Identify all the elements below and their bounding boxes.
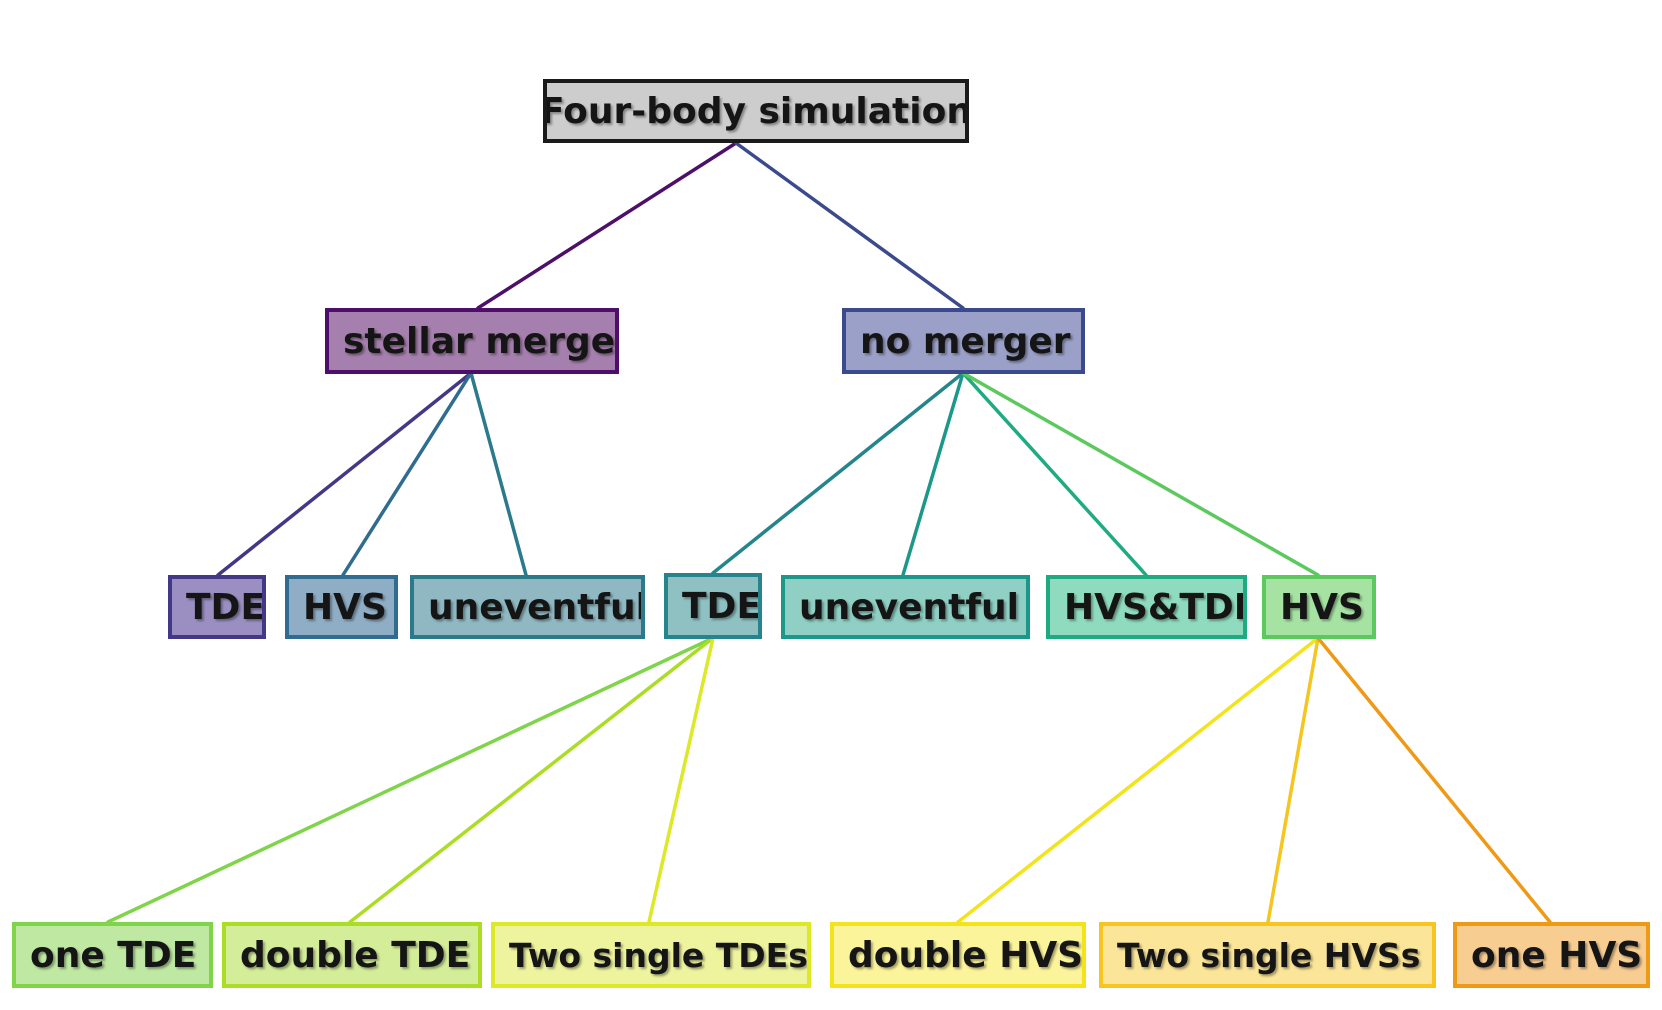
node-label: stellar merger [343, 320, 619, 362]
edge-stellar-merger-to-tde [216, 371, 473, 577]
edge-root-to-no-merger [734, 141, 965, 310]
node-double-tde: double TDE [222, 922, 482, 988]
edge-root-to-stellar-merger [476, 141, 738, 310]
node-label: one TDE [30, 934, 197, 976]
node-double-hvs: double HVS [830, 922, 1086, 988]
node-stellar-merger-tde: TDE [168, 575, 266, 639]
node-label: TDE [186, 586, 266, 628]
node-label: HVS [303, 586, 387, 628]
node-stellar-merger-uneventful: uneventful [410, 575, 645, 639]
node-stellar-merger: stellar merger [325, 308, 619, 374]
edge-hvs-to-two-single-hvss [1266, 636, 1320, 924]
node-two-single-tdes: Two single TDEs [491, 922, 811, 988]
node-no-merger-hvs-tde: HVS&TDE [1046, 575, 1247, 639]
node-no-merger: no merger [842, 308, 1085, 374]
edge-no-merger-to-tde [711, 371, 965, 575]
node-label: HVS [1280, 586, 1364, 628]
edge-tde-to-one-tde [106, 636, 715, 924]
edge-no-merger-to-uneventful [901, 371, 965, 577]
node-label: double HVS [848, 934, 1084, 976]
node-label: uneventful [799, 586, 1020, 628]
node-label: Two single TDEs [509, 935, 808, 975]
edge-stellar-merger-to-uneventful [469, 371, 528, 577]
edge-tde-to-double-tde [348, 636, 715, 924]
node-label: HVS&TDE [1064, 586, 1247, 628]
edge-stellar-merger-to-hvs [341, 371, 473, 577]
node-label: one HVS [1471, 934, 1643, 976]
node-no-merger-uneventful: uneventful [781, 575, 1030, 639]
edge-tde-to-two-single-tdes [647, 636, 715, 924]
node-label: Four-body simulation [543, 90, 969, 132]
node-label: double TDE [240, 934, 471, 976]
node-no-merger-hvs: HVS [1262, 575, 1376, 639]
node-label: Two single HVSs [1117, 935, 1421, 975]
edge-no-merger-to-hvs-tde [961, 371, 1148, 577]
node-label: TDE [682, 585, 762, 627]
node-four-body-simulation: Four-body simulation [543, 79, 969, 143]
node-stellar-merger-hvs: HVS [285, 575, 398, 639]
node-label: no merger [860, 320, 1071, 362]
edge-no-merger-to-hvs [961, 371, 1320, 577]
edge-hvs-to-double-hvs [956, 636, 1320, 924]
node-one-tde: one TDE [12, 922, 213, 988]
node-two-single-hvss: Two single HVSs [1099, 922, 1436, 988]
edge-hvs-to-one-hvs [1316, 636, 1552, 924]
node-label: uneventful [428, 586, 645, 628]
node-one-hvs: one HVS [1453, 922, 1650, 988]
node-no-merger-tde: TDE [664, 573, 762, 639]
